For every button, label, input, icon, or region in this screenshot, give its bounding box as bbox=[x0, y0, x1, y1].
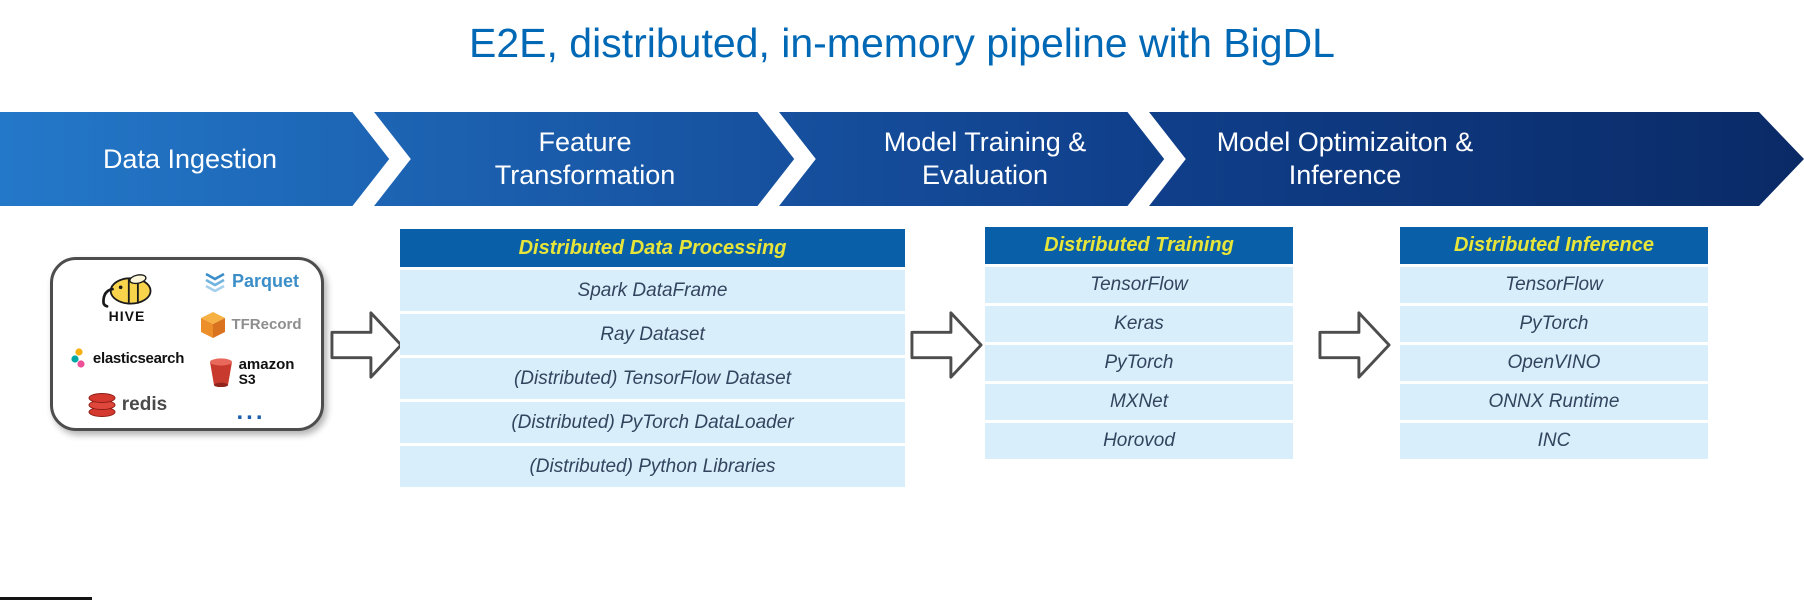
flow-arrow-icon bbox=[1318, 311, 1391, 379]
table-row: (Distributed) TensorFlow Dataset bbox=[400, 358, 905, 399]
elasticsearch-icon bbox=[71, 348, 85, 368]
hive-logo: HIVE bbox=[98, 270, 156, 324]
table-row: MXNet bbox=[985, 384, 1293, 420]
bottom-edge-line bbox=[0, 597, 92, 600]
flow-arrow-icon bbox=[910, 311, 983, 379]
distributed-inference-table: Distributed Inference TensorFlow PyTorch… bbox=[1400, 227, 1708, 459]
chevron-separator-icon bbox=[347, 112, 409, 206]
tfrecord-logo: TFRecord bbox=[200, 311, 302, 339]
table-row: INC bbox=[1400, 423, 1708, 459]
table-row: OpenVINO bbox=[1400, 345, 1708, 381]
chevron-separator-icon bbox=[752, 112, 814, 206]
table-header: Distributed Training bbox=[985, 227, 1293, 264]
hive-icon bbox=[102, 274, 152, 308]
amazon-s3-label: amazon S3 bbox=[239, 357, 295, 387]
table-row: PyTorch bbox=[985, 345, 1293, 381]
data-sources-right-column: Parquet TFRecord amazon S3 bbox=[189, 270, 313, 425]
redis-label: redis bbox=[121, 394, 168, 415]
chevron-separator-icon bbox=[1122, 112, 1184, 206]
stage-label: Feature Transformation bbox=[494, 127, 676, 190]
distributed-data-processing-table: Distributed Data Processing Spark DataFr… bbox=[400, 229, 905, 487]
table-row: Keras bbox=[985, 306, 1293, 342]
data-sources-panel: HIVE elasticsearch redis bbox=[50, 257, 324, 431]
flow-arrow-icon bbox=[330, 311, 403, 379]
stage-label: Data Ingestion bbox=[102, 143, 278, 174]
table-row: ONNX Runtime bbox=[1400, 384, 1708, 420]
page-title: E2E, distributed, in-memory pipeline wit… bbox=[469, 20, 1335, 66]
elasticsearch-label: elasticsearch bbox=[92, 349, 185, 367]
parquet-label: Parquet bbox=[231, 270, 300, 291]
more-sources-ellipsis: ... bbox=[236, 397, 266, 425]
hive-label: HIVE bbox=[108, 308, 146, 324]
table-row: (Distributed) Python Libraries bbox=[400, 446, 905, 487]
s3-bucket-icon bbox=[209, 358, 232, 388]
parquet-logo: Parquet bbox=[203, 270, 299, 292]
tfrecord-icon bbox=[201, 311, 226, 338]
distributed-training-table: Distributed Training TensorFlow Keras Py… bbox=[985, 227, 1293, 459]
elasticsearch-logo: elasticsearch bbox=[70, 348, 184, 368]
table-header: Distributed Data Processing bbox=[400, 229, 905, 267]
stage-label: Model Optimizaiton & Inference bbox=[1216, 127, 1474, 190]
redis-logo: redis bbox=[87, 392, 167, 418]
table-row: Horovod bbox=[985, 423, 1293, 459]
table-header: Distributed Inference bbox=[1400, 227, 1708, 264]
table-row: Spark DataFrame bbox=[400, 270, 905, 311]
stage-data-ingestion: Data Ingestion bbox=[10, 112, 370, 206]
table-row: Ray Dataset bbox=[400, 314, 905, 355]
amazon-s3-logo: amazon S3 bbox=[208, 357, 295, 388]
s3-word: S3 bbox=[238, 371, 256, 388]
tfrecord-label: TFRecord bbox=[231, 316, 302, 334]
table-row: (Distributed) PyTorch DataLoader bbox=[400, 402, 905, 443]
data-sources-left-column: HIVE elasticsearch redis bbox=[65, 270, 189, 418]
table-row: TensorFlow bbox=[985, 267, 1293, 303]
stage-model-training-evaluation: Model Training & Evaluation bbox=[795, 112, 1175, 206]
pipeline-banner: Data Ingestion Feature Transformation Mo… bbox=[0, 112, 1804, 206]
amazon-word: amazon bbox=[238, 356, 295, 374]
stage-label: Model Training & Evaluation bbox=[883, 127, 1087, 190]
stage-feature-transformation: Feature Transformation bbox=[395, 112, 775, 206]
parquet-icon bbox=[205, 272, 225, 292]
table-row: PyTorch bbox=[1400, 306, 1708, 342]
table-row: TensorFlow bbox=[1400, 267, 1708, 303]
redis-icon bbox=[88, 393, 116, 417]
stage-model-optimization-inference: Model Optimizaiton & Inference bbox=[1155, 112, 1535, 206]
